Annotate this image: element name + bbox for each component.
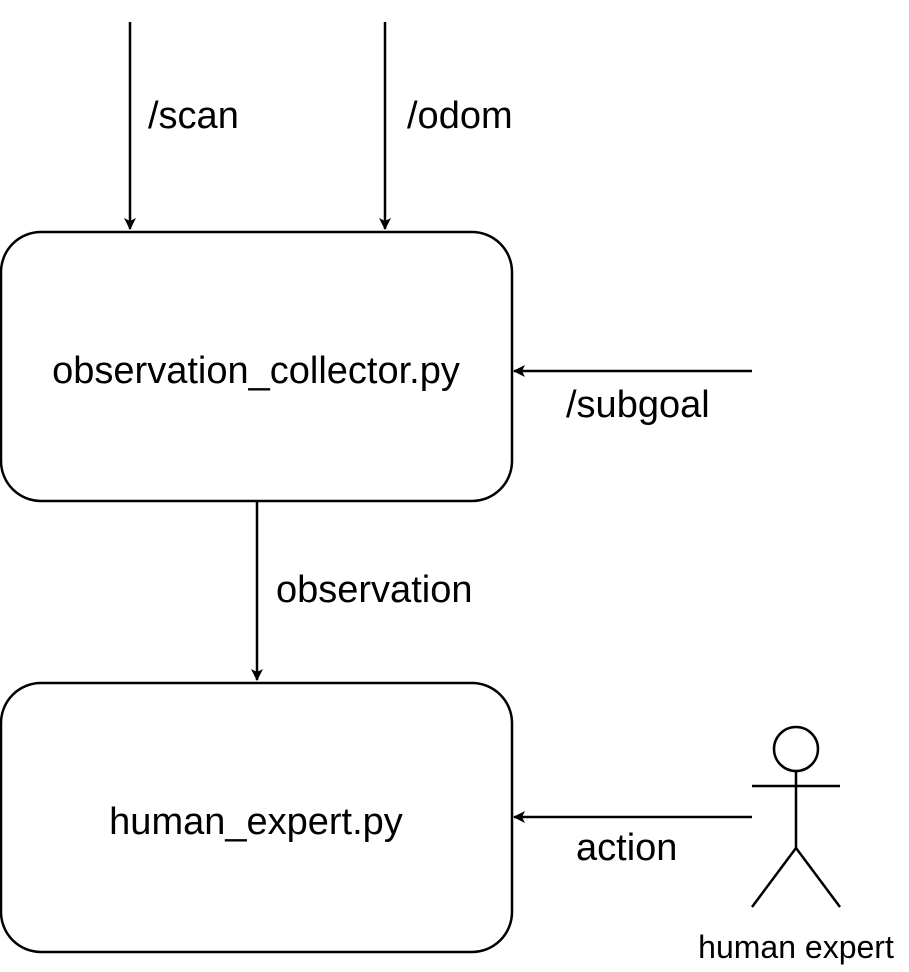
odom-edge-label: /odom <box>407 95 513 137</box>
human-expert-script-label: human_expert.py <box>109 801 403 843</box>
human-expert-script-node: human_expert.py <box>0 681 514 954</box>
observation-edge-label: observation <box>276 569 472 611</box>
person-stick-figure-icon <box>750 725 842 908</box>
action-edge-label: action <box>576 827 677 869</box>
scan-edge-label: /scan <box>148 95 239 137</box>
subgoal-edge-label: /subgoal <box>566 384 710 426</box>
observation-collector-node: observation_collector.py <box>0 230 514 503</box>
observation-collector-label: observation_collector.py <box>52 350 460 392</box>
human-expert-actor-label: human expert <box>698 929 894 965</box>
